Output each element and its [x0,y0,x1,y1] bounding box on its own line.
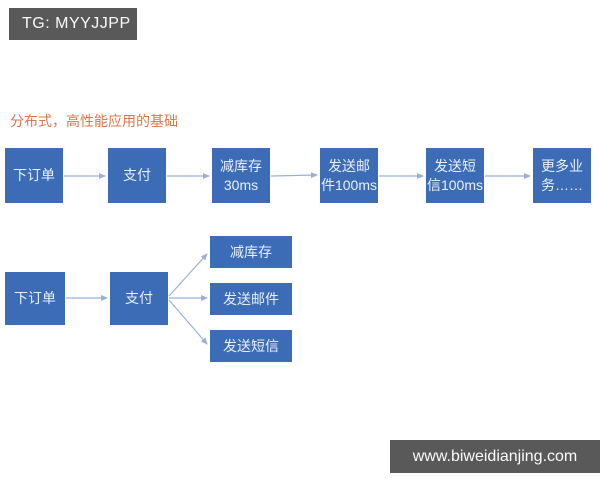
serial-node-more-business: 更多业 务…… [533,148,591,203]
arrow-r2-pay-stock [168,253,208,297]
tg-label: TG: MYYJJPP [22,15,131,32]
arrow-r1-stock-email [270,172,318,179]
parallel-node-pay: 支付 [110,272,168,325]
parallel-branch-send-sms: 发送短信 [210,330,292,362]
parallel-branch-reduce-stock: 减库存 [210,236,292,268]
serial-node-reduce-stock: 减库存 30ms [212,148,270,203]
watermark-url: www.biweidianjing.com [412,447,578,465]
tg-badge: TG: MYYJJPP [9,8,137,40]
parallel-branch-send-email: 发送邮件 [210,283,292,315]
watermark-badge: www.biweidianjing.com [390,440,600,473]
arrow-r2-pay-sms [168,299,208,345]
serial-node-pay: 支付 [108,148,166,203]
serial-node-send-email: 发送邮 件100ms [320,148,378,203]
serial-node-place-order: 下订单 [5,148,63,203]
serial-node-send-sms: 发送短 信100ms [426,148,484,203]
parallel-node-place-order: 下订单 [5,272,65,325]
slide-title: 分布式，高性能应用的基础 [10,113,178,129]
